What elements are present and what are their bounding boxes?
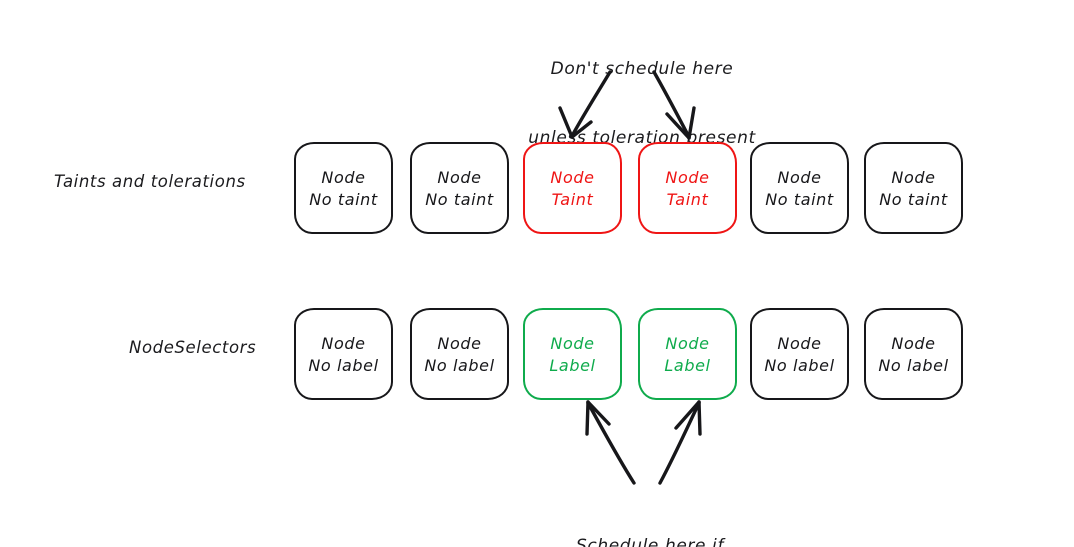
node-title: Node (550, 167, 595, 187)
node-status: No label (308, 355, 379, 375)
node-status: No label (424, 355, 495, 375)
caption-bottom-line-1: Schedule here if (576, 536, 724, 547)
node-status: No taint (765, 189, 834, 209)
node-status: No taint (309, 189, 378, 209)
node-title: Node (665, 167, 710, 187)
node-title: Node (891, 167, 936, 187)
arrow-bottom-right-icon (658, 400, 702, 485)
node-title: Node (437, 167, 482, 187)
node-box-taint-6[interactable]: Node No taint (864, 142, 963, 234)
node-title: Node (437, 333, 482, 353)
node-title: Node (321, 333, 366, 353)
node-status: No label (764, 355, 835, 375)
node-box-taint-4-tainted[interactable]: Node Taint (638, 142, 737, 234)
node-box-taint-1[interactable]: Node No taint (294, 142, 393, 234)
node-box-label-1[interactable]: Node No label (294, 308, 393, 400)
node-status: No label (878, 355, 949, 375)
arrow-bottom-left-icon (585, 400, 636, 485)
node-box-taint-2[interactable]: Node No taint (410, 142, 509, 234)
node-status: No taint (425, 189, 494, 209)
node-box-label-4-labeled[interactable]: Node Label (638, 308, 737, 400)
node-box-label-5[interactable]: Node No label (750, 308, 849, 400)
node-title: Node (891, 333, 936, 353)
node-title: Node (777, 167, 822, 187)
node-row-nodeselectors: Node No label Node No label Node Label N… (294, 308, 964, 400)
node-status: No taint (879, 189, 948, 209)
node-box-label-3-labeled[interactable]: Node Label (523, 308, 622, 400)
node-box-label-2[interactable]: Node No label (410, 308, 509, 400)
caption-top-line-1: Don't schedule here (550, 59, 734, 79)
row-label-nodeselectors: NodeSelectors (129, 338, 257, 357)
node-box-taint-5[interactable]: Node No taint (750, 142, 849, 234)
node-title: Node (665, 333, 710, 353)
node-status: Label (549, 355, 596, 375)
node-title: Node (550, 333, 595, 353)
caption-bottom: Schedule here if label present (545, 489, 755, 547)
node-status: Taint (551, 189, 594, 209)
node-title: Node (777, 333, 822, 353)
node-row-taints: Node No taint Node No taint Node Taint N… (294, 142, 964, 234)
node-status: Taint (666, 189, 709, 209)
node-box-taint-3-tainted[interactable]: Node Taint (523, 142, 622, 234)
node-title: Node (321, 167, 366, 187)
node-box-label-6[interactable]: Node No label (864, 308, 963, 400)
row-label-taints-and-tolerations: Taints and tolerations (54, 172, 246, 191)
node-status: Label (664, 355, 711, 375)
